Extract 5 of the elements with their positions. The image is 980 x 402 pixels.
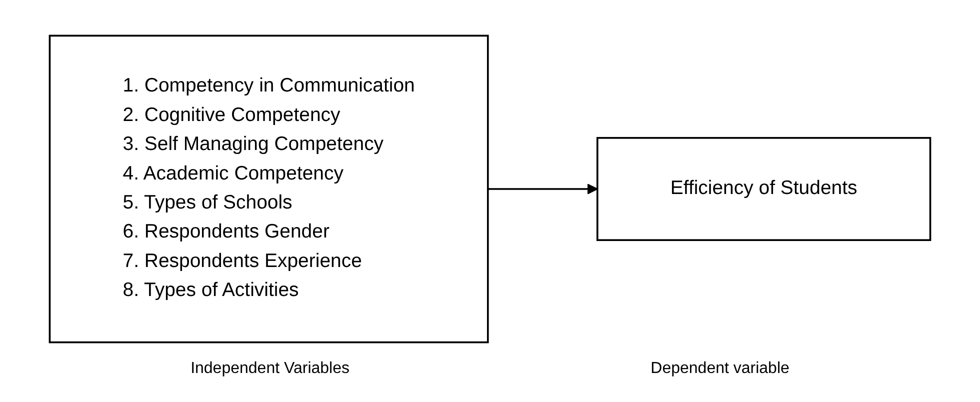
variable-label: Independent Variables <box>190 360 350 378</box>
node-box: Efficiency of Students <box>596 136 932 242</box>
arrow <box>488 184 598 194</box>
variable-label: Dependent variable <box>650 360 790 378</box>
node-box: 1. Competency in Communication 2. Cognitive Competency 3. Self Managing Competency 4. Academic Competency 5. Types of Schools 6. Respondents Gender 7. Respondents Experience 8. Types of Activities <box>48 34 489 344</box>
